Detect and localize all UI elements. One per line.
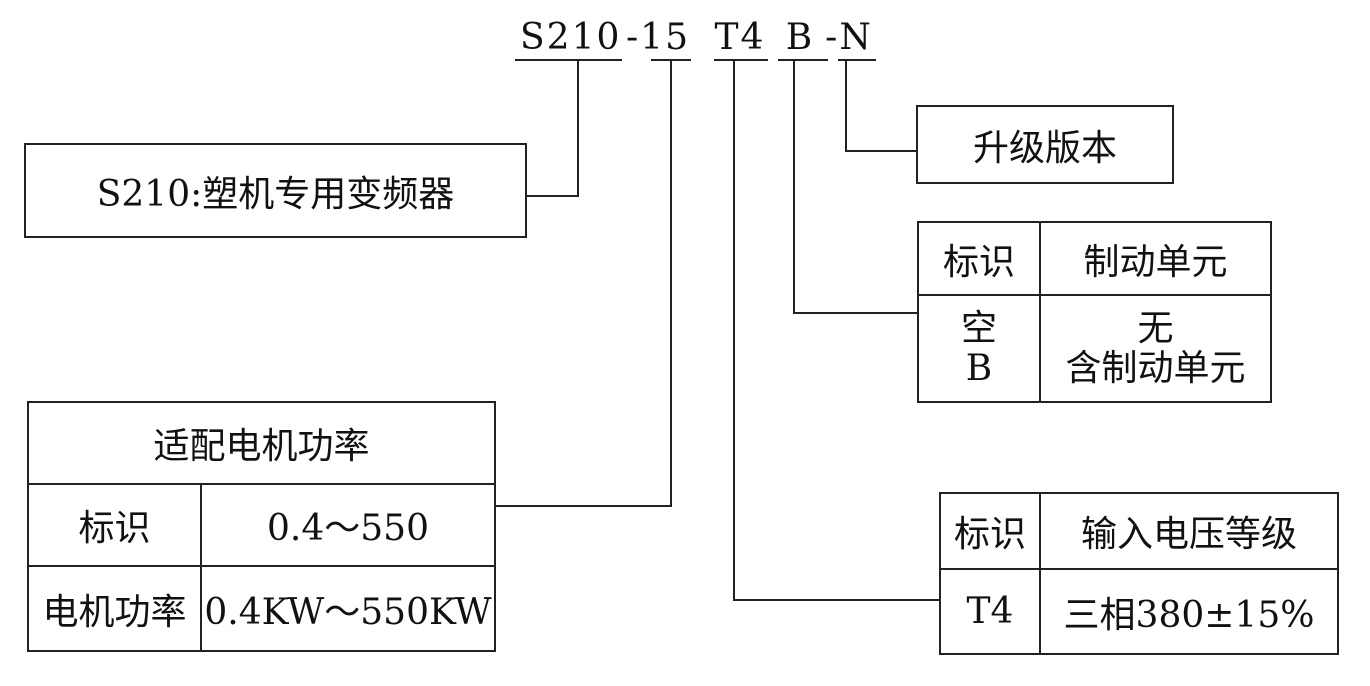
model-voltage-code: T4 [714, 17, 766, 58]
series-description-box: S210:塑机专用变频器 [24, 143, 527, 238]
brake-unit-table: 标识 制动单元 空 B 无 含制动单元 [917, 221, 1272, 403]
connector-series-vertical [577, 60, 579, 196]
upgrade-version-box: 升级版本 [916, 105, 1174, 184]
voltage-row-id: T4 [941, 568, 1039, 653]
power-row-id-label: 标识 [29, 483, 200, 565]
connector-brake-vertical [793, 60, 795, 313]
brake-row-values: 无 含制动单元 [1039, 294, 1270, 401]
model-series-code: S210 [520, 17, 622, 58]
connector-power-vertical [670, 60, 672, 506]
model-brake-code: B [785, 17, 815, 58]
brake-underline [778, 59, 828, 61]
input-voltage-table: 标识 输入电压等级 T4 三相380±15% [939, 492, 1339, 655]
connector-version-vertical [845, 60, 847, 151]
connector-version-horizontal [845, 150, 917, 152]
power-row-id-value: 0.4～550 [200, 483, 494, 565]
power-table-title: 适配电机功率 [153, 426, 370, 467]
brake-row-ids: 空 B [919, 294, 1039, 401]
brake-header-id: 标识 [942, 241, 1015, 283]
connector-voltage-vertical [733, 60, 735, 600]
brake-header-name: 制动单元 [1039, 223, 1270, 294]
brake-value-none: 无 [1137, 307, 1174, 349]
voltage-underline [714, 59, 768, 61]
connector-series-horizontal [525, 195, 579, 197]
power-row-motor-label: 电机功率 [29, 565, 200, 650]
brake-id-b: B [965, 347, 993, 389]
connector-power-horizontal [494, 505, 672, 507]
brake-value-included: 含制动单元 [1065, 347, 1246, 389]
voltage-header-name: 输入电压等级 [1039, 494, 1337, 568]
power-row-motor-value: 0.4KW～550KW [200, 565, 494, 650]
model-version-code: -N [825, 17, 873, 58]
motor-power-table: 适配电机功率 标识 0.4～550 电机功率 0.4KW～550KW [27, 401, 496, 652]
model-power-code: -15 [626, 17, 690, 58]
voltage-row-value: 三相380±15% [1039, 568, 1337, 653]
series-description-label: S210:塑机专用变频器 [96, 173, 455, 215]
upgrade-version-label: 升级版本 [972, 127, 1117, 169]
voltage-header-id: 标识 [953, 514, 1026, 555]
series-underline [515, 59, 622, 61]
connector-brake-horizontal [793, 312, 919, 314]
brake-id-empty: 空 [960, 307, 997, 349]
connector-voltage-horizontal [733, 599, 941, 601]
version-underline [838, 59, 876, 61]
